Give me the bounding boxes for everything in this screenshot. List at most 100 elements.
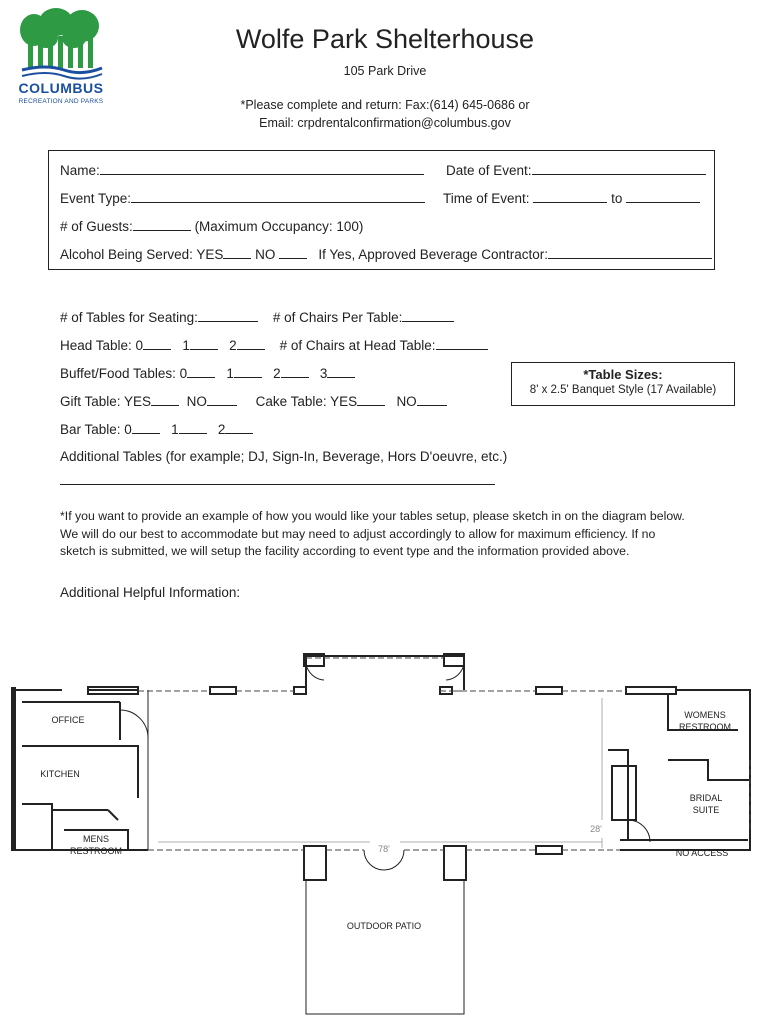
logo-wordmark: COLUMBUS: [18, 80, 104, 96]
additional-tables-label: Additional Tables (for example; DJ, Sign…: [60, 449, 508, 464]
seating-field[interactable]: [197, 308, 258, 322]
womens-label-2: RESTROOM: [679, 722, 731, 732]
alcohol-row: Alcohol Being Served: YES NO If Yes, App…: [60, 245, 713, 262]
table-sizes-heading: *Table Sizes:: [583, 367, 663, 382]
time-end-field[interactable]: [626, 189, 701, 203]
no-access-label: NO ACCESS: [676, 848, 729, 858]
chairs-per-table-label: # of Chairs Per Table:: [272, 310, 403, 325]
office-label: OFFICE: [52, 715, 85, 725]
event-type-label: Event Type:: [60, 191, 132, 206]
buffet-2: 2: [273, 366, 281, 381]
east-rooms-walls: [608, 694, 750, 840]
gift-no-field[interactable]: [206, 392, 237, 406]
bridal-door-swing: [627, 819, 651, 843]
south-window-block: [535, 845, 563, 855]
buffet-2-field[interactable]: [280, 364, 309, 378]
floor-plan[interactable]: OFFICE KITCHEN MENS RESTROOM WOMENS REST…: [8, 650, 764, 1020]
alcohol-no-field[interactable]: [279, 245, 308, 259]
north-door-swing: [305, 655, 465, 681]
outdoor-patio-outline: [305, 880, 465, 1015]
alcohol-no-label: NO: [255, 247, 276, 262]
alcohol-yes-field[interactable]: [223, 245, 252, 259]
sketch-note-line-1: *If you want to provide an example of ho…: [60, 509, 685, 523]
outdoor-patio-label: OUTDOOR PATIO: [347, 921, 421, 931]
length-dimension-label: 78': [378, 844, 390, 854]
bar-1: 1: [171, 422, 179, 437]
head-table-2-field[interactable]: [236, 336, 265, 350]
date-field[interactable]: [531, 161, 706, 175]
bridal-label-1: BRIDAL: [690, 793, 723, 803]
name-field[interactable]: [99, 161, 424, 175]
bar-2: 2: [217, 422, 226, 437]
instructions-line-2: Email: crpdrentalconfirmation@columbus.g…: [259, 116, 511, 130]
event-type-field[interactable]: [131, 189, 426, 203]
bar-1-field[interactable]: [178, 420, 207, 434]
buffet-0-field[interactable]: [187, 364, 216, 378]
buffet-3-field[interactable]: [327, 364, 356, 378]
table-sizes-body: 8' x 2.5' Banquet Style (17 Available): [529, 384, 717, 396]
guests-row: # of Guests: (Maximum Occupancy: 100): [60, 217, 363, 234]
bar-0-field[interactable]: [131, 420, 160, 434]
max-occupancy-note: (Maximum Occupancy: 100): [194, 219, 364, 234]
south-pillar-left: [303, 845, 327, 881]
guests-label: # of Guests:: [60, 219, 133, 234]
mens-label-2: RESTROOM: [70, 846, 122, 856]
sketch-note-line-3: sketch is submitted, we will setup the f…: [60, 544, 630, 558]
head-table-label: Head Table: 0: [60, 338, 144, 353]
additional-info-label: Additional Helpful Information:: [60, 585, 241, 600]
time-label: Time of Event:: [443, 191, 530, 206]
head-table-2: 2: [229, 338, 237, 353]
kitchen-label: KITCHEN: [40, 769, 80, 779]
table-sizes-box: *Table Sizes: 8' x 2.5' Banquet Style (1…: [511, 362, 735, 406]
seating-label: # of Tables for Seating:: [60, 310, 198, 325]
additional-tables-field[interactable]: [60, 484, 495, 485]
cake-yes-label: Cake Table: YES: [255, 394, 358, 409]
gift-no-label: NO: [186, 394, 207, 409]
contractor-field[interactable]: [548, 245, 713, 259]
womens-label-1: WOMENS: [684, 710, 726, 720]
buffet-3: 3: [319, 366, 328, 381]
alcohol-yes-label: Alcohol Being Served: YES: [60, 247, 224, 262]
south-door-swing: [363, 849, 405, 871]
logo-subtitle: RECREATION AND PARKS: [18, 98, 104, 105]
seating-row: # of Tables for Seating: # of Chairs Per…: [60, 308, 455, 325]
head-table-1: 1: [182, 338, 190, 353]
contractor-label: If Yes, Approved Beverage Contractor:: [318, 247, 549, 262]
north-window-block-5: [535, 686, 563, 695]
name-row: Name:: [60, 161, 424, 178]
bridal-label-2: SUITE: [693, 805, 720, 815]
buffet-label: Buffet/Food Tables: 0: [60, 366, 188, 381]
mens-restroom-walls: [52, 809, 129, 850]
head-chairs-field[interactable]: [435, 336, 488, 350]
south-pillar-right: [443, 845, 467, 881]
columbus-logo: COLUMBUS RECREATION AND PARKS: [16, 8, 106, 118]
bar-label: Bar Table: 0: [60, 422, 132, 437]
head-chairs-label: # of Chairs at Head Table:: [279, 338, 436, 353]
north-windows: [138, 657, 626, 692]
north-window-block-6: [625, 686, 677, 695]
sketch-note: *If you want to provide an example of ho…: [60, 508, 730, 561]
head-table-1-field[interactable]: [189, 336, 218, 350]
time-row: Time of Event: to: [443, 189, 701, 206]
north-window-block-3: [293, 686, 307, 695]
sketch-note-line-2: We will do our best to accommodate but m…: [60, 526, 656, 541]
tree-logo-icon: [20, 8, 103, 80]
north-window-block-2: [209, 686, 237, 695]
time-to-label: to: [611, 191, 623, 206]
bar-2-field[interactable]: [225, 420, 254, 434]
head-table-row: Head Table: 0 1 2 # of Chairs at Head Ta…: [60, 336, 488, 353]
time-start-field[interactable]: [533, 189, 608, 203]
guests-field[interactable]: [132, 217, 191, 231]
name-label: Name:: [60, 163, 100, 178]
width-dimension-label: 28': [590, 824, 602, 834]
bar-row: Bar Table: 0 1 2: [60, 420, 254, 437]
head-table-0-field[interactable]: [143, 336, 172, 350]
buffet-1-field[interactable]: [233, 364, 262, 378]
chairs-per-table-field[interactable]: [402, 308, 455, 322]
cake-yes-field[interactable]: [357, 392, 386, 406]
gift-yes-field[interactable]: [151, 392, 180, 406]
mens-label-1: MENS: [83, 834, 109, 844]
north-entrance: [305, 655, 465, 690]
buffet-1: 1: [226, 366, 234, 381]
cake-no-field[interactable]: [416, 392, 447, 406]
